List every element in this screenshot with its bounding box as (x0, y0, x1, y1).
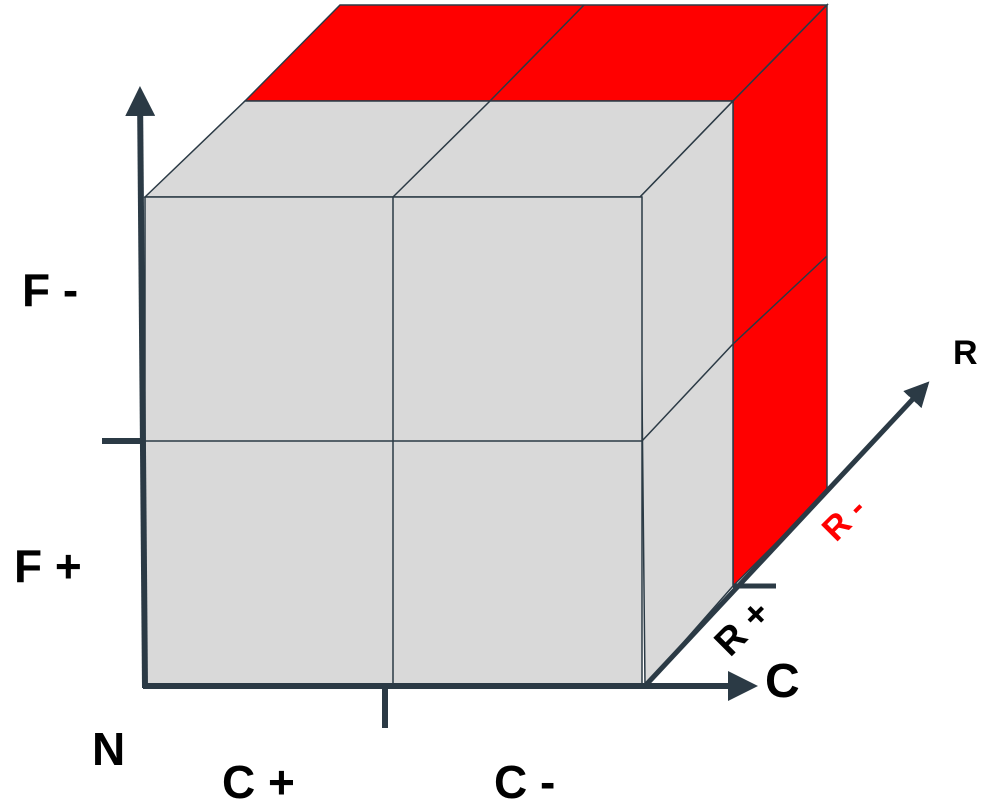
r-axis (643, 381, 930, 688)
f-plus-label: F + (14, 540, 82, 592)
f-axis (125, 86, 156, 689)
c-plus-label: C + (222, 756, 295, 804)
top-face-divider (392, 100, 491, 198)
f-minus-label: F - (22, 264, 78, 316)
right-red-face (732, 3, 828, 588)
top-face (143, 100, 735, 198)
r-axis-label: R (953, 334, 978, 372)
right-red-divider (732, 255, 828, 345)
c-minus-label: C - (494, 756, 555, 804)
top-back-divider (489, 4, 585, 102)
r-minus-label: R - (815, 490, 874, 549)
right-gray-divider (641, 343, 734, 442)
n-label: N (92, 723, 125, 775)
c-axis-label: C (765, 655, 800, 708)
